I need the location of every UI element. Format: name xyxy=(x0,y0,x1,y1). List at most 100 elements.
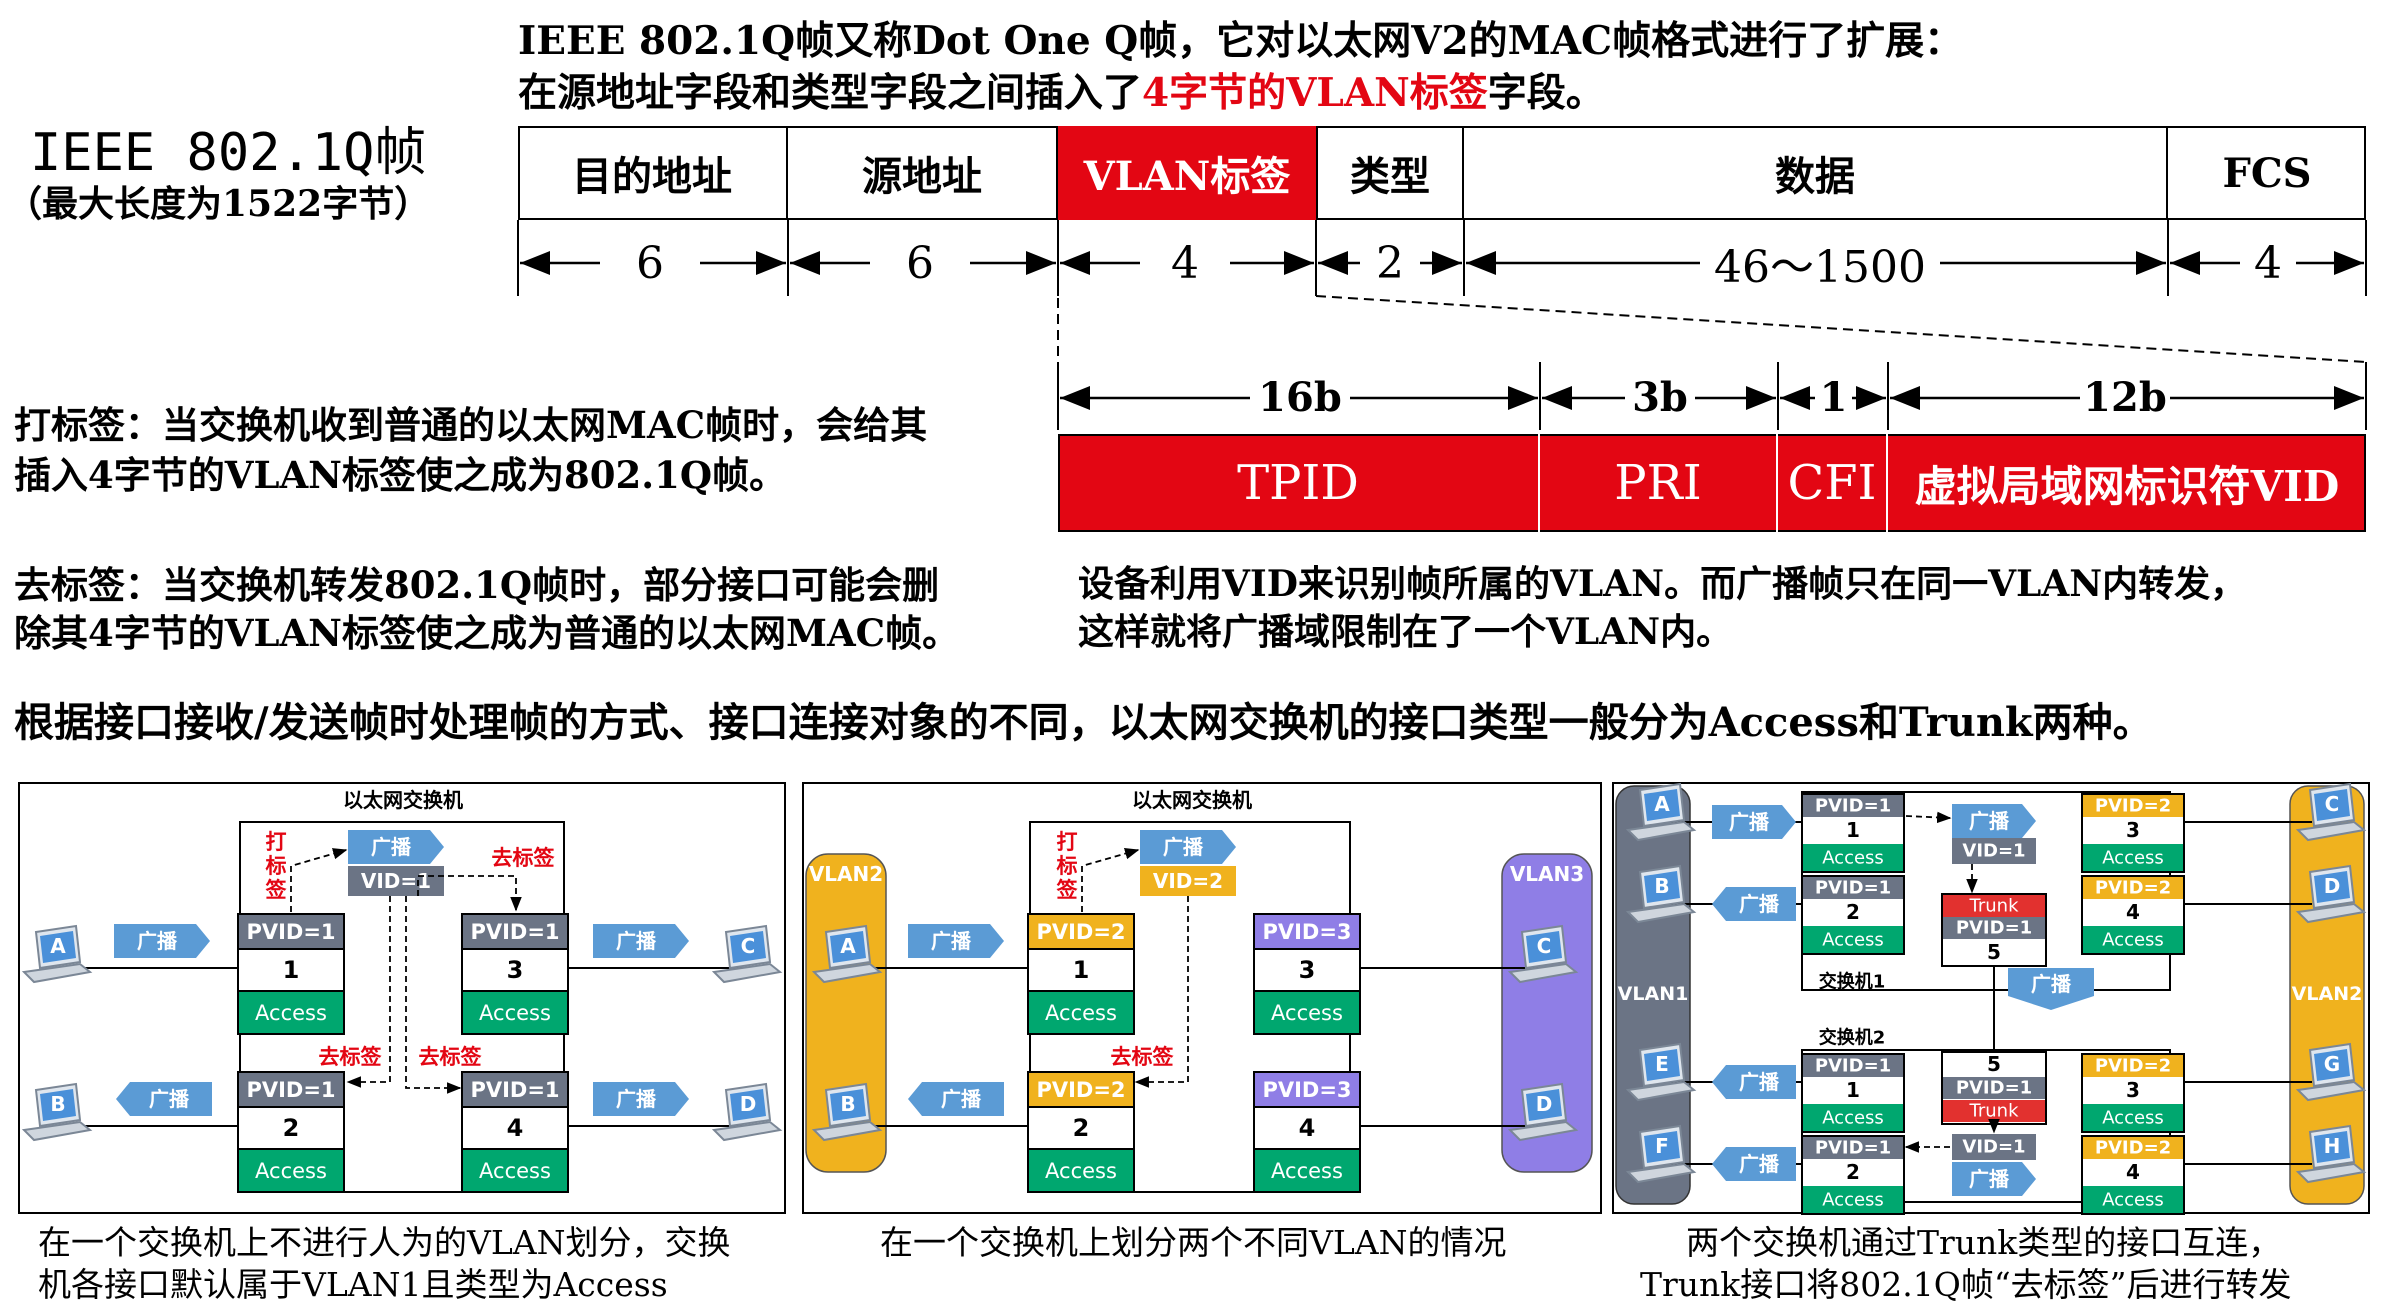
p1-pc-d-letter: D xyxy=(740,1092,757,1116)
p2-port1-pvid xyxy=(1029,915,1133,949)
p3-sw2-port4-type-label: Access xyxy=(2102,1190,2164,1211)
p3-sw1-port5-number: 5 xyxy=(1987,940,2001,964)
p3-sw2-port3-pvid xyxy=(2083,1055,2183,1077)
caption-panel3-line2: Trunk接口将802.1Q帧“去标签”后进行转发 xyxy=(1640,1265,2292,1304)
p2-port2-type xyxy=(1029,1150,1133,1191)
p3-sw1-vid-label: VID=1 xyxy=(1962,841,2025,862)
p3-vlan1-label: VLAN1 xyxy=(1618,983,1689,1005)
p3-sw1-port2-number: 2 xyxy=(1846,900,1860,924)
intro-line2-pre: 在源地址字段和类型字段之间插入了 xyxy=(518,70,1143,116)
p3-sw2-port2-pvid xyxy=(1803,1137,1903,1159)
p2-untag-label: 去标签 xyxy=(1111,1045,1175,1069)
field-pri: PRI xyxy=(1540,434,1778,532)
p2-pc-b-letter: B xyxy=(840,1092,855,1116)
p3-broadcast-a xyxy=(1712,805,1796,839)
size-src: 6 xyxy=(906,237,934,289)
p2-vlan2-label: VLAN2 xyxy=(809,862,883,886)
p3-sw2-port3-number: 3 xyxy=(2126,1078,2140,1102)
p1-untag-label-right: 去标签 xyxy=(419,1045,483,1069)
p1-pc-a-letter: A xyxy=(50,934,66,958)
p2-port3-type xyxy=(1255,992,1359,1033)
intro-line2: 在源地址字段和类型字段之间插入了4字节的VLAN标签字段。 xyxy=(518,62,1605,118)
p3-pc-e: E xyxy=(1625,1042,1697,1102)
p1-port4-number: 4 xyxy=(507,1114,524,1142)
p1-port3-number: 3 xyxy=(507,956,524,984)
size-type: 2 xyxy=(1376,237,1404,289)
p2-port1-pvid-label: PVID=2 xyxy=(1036,920,1125,944)
p1-port1-number: 1 xyxy=(283,956,300,984)
p3-pc-h-letter: H xyxy=(2324,1134,2341,1158)
p3-pc-g: G xyxy=(2295,1042,2367,1102)
p2-vid-box xyxy=(1140,866,1236,896)
vid-note-line2: 这样就将广播域限制在了一个VLAN内。 xyxy=(1078,611,1733,653)
p3-sw2-port5-pvid-label: PVID=1 xyxy=(1956,1078,2032,1099)
p2-vid-label: VID=2 xyxy=(1153,869,1223,893)
size-dest: 6 xyxy=(636,237,664,289)
p1-broadcast-a xyxy=(114,924,210,958)
p3-sw2-port4-pvid-label: PVID=2 xyxy=(2095,1138,2171,1159)
p1-broadcast-d xyxy=(593,1082,689,1116)
p2-port1-number: 1 xyxy=(1073,956,1090,984)
p2-untag-arrow xyxy=(1134,896,1189,1088)
p3-pc-d-letter: D xyxy=(2324,874,2341,898)
field-cfi: CFI xyxy=(1778,434,1888,532)
panel2-switch-title: 以太网交换机 xyxy=(1132,788,1252,812)
field-dest-address: 目的地址 xyxy=(518,126,788,220)
p1-port2-number: 2 xyxy=(283,1114,300,1142)
p3-sw2-port3-type-label: Access xyxy=(2102,1108,2164,1129)
p3-sw2-port5-pvid xyxy=(1943,1077,2045,1099)
frame-max-length: （最大长度为1522字节） xyxy=(6,183,431,225)
p3-sw1-port5-pvid-label: PVID=1 xyxy=(1956,918,2032,939)
p3-sw1-port1-type xyxy=(1803,844,1903,871)
p1-port1-pvid xyxy=(239,915,343,949)
p3-pc-c-letter: C xyxy=(2325,792,2340,816)
p3-pc-h: H xyxy=(2295,1124,2367,1184)
size-cfi: 1 xyxy=(1819,373,1848,421)
p3-sw1-port3-pvid xyxy=(2083,795,2183,817)
broadcast-label: 广播 xyxy=(1739,1152,1780,1176)
p1-port3-pvid xyxy=(463,915,567,949)
p3-sw1-port3-type-label: Access xyxy=(2102,848,2164,869)
p3-pc-b-letter: B xyxy=(1654,874,1669,898)
p3-pc-b: B xyxy=(1625,864,1697,924)
p3-sw2-port2-number: 2 xyxy=(1846,1160,1860,1184)
p1-port4-pvid-label: PVID=1 xyxy=(470,1078,559,1102)
p3-sw2-port1-type-label: Access xyxy=(1822,1108,1884,1129)
p1-pc-b-letter: B xyxy=(50,1092,65,1116)
p1-port1-type-label: Access xyxy=(255,1001,327,1025)
field-fcs: FCS xyxy=(2222,149,2312,197)
broadcast-label: 广播 xyxy=(2031,972,2072,996)
p1-port3-type xyxy=(463,992,567,1033)
field-data: 数据 xyxy=(1464,126,2168,220)
p1-port2-type-label: Access xyxy=(255,1159,327,1183)
p3-pc-a: A xyxy=(1625,782,1697,842)
port-types-text: 根据接口接收/发送帧时处理帧的方式、接口连接对象的不同，以太网交换机的接口类型一… xyxy=(14,699,2153,746)
p1-internal-broadcast xyxy=(348,830,444,864)
tagging-line2: 插入4字节的VLAN标签使之成为802.1Q帧。 xyxy=(14,453,787,497)
p1-untag-arrow-4 xyxy=(405,896,462,1094)
p3-sw2-port1-number: 1 xyxy=(1846,1078,1860,1102)
size-data: 46～1500 xyxy=(1714,242,1926,293)
p2-tag-label: 标 xyxy=(1057,854,1078,878)
p3-sw1-internal-broadcast xyxy=(1952,804,2036,838)
caption-panel1-line1: 在一个交换机上不进行人为的VLAN划分，交换 xyxy=(38,1223,731,1262)
intro-line2-post: 字段。 xyxy=(1487,70,1605,116)
p3-sw1-port1-type-label: Access xyxy=(1822,848,1884,869)
p3-pc-d: D xyxy=(2295,864,2367,924)
frame-title: IEEE 802.1Q帧 xyxy=(30,123,427,183)
p3-pc-a-letter: A xyxy=(1654,792,1670,816)
untagging-label: 去标签： xyxy=(14,563,162,607)
p2-port2-number: 2 xyxy=(1073,1114,1090,1142)
p3-sw2-vid-box xyxy=(1952,1134,2036,1160)
p3-sw1-port3-number: 3 xyxy=(2126,818,2140,842)
p2-port4-pvid xyxy=(1255,1073,1359,1107)
p3-pc-c: C xyxy=(2295,782,2367,842)
p2-tag-label: 打 xyxy=(1057,830,1078,854)
p3-sw2-port1-pvid-label: PVID=1 xyxy=(1815,1056,1891,1077)
p2-pc-b: B xyxy=(811,1082,883,1142)
p1-pc-b: B xyxy=(21,1082,93,1142)
p2-port4-type xyxy=(1255,1150,1359,1191)
p3-sw2-port2-type xyxy=(1803,1186,1903,1213)
p3-sw1-port4-pvid xyxy=(2083,877,2183,899)
p2-port2-pvid xyxy=(1029,1073,1133,1107)
